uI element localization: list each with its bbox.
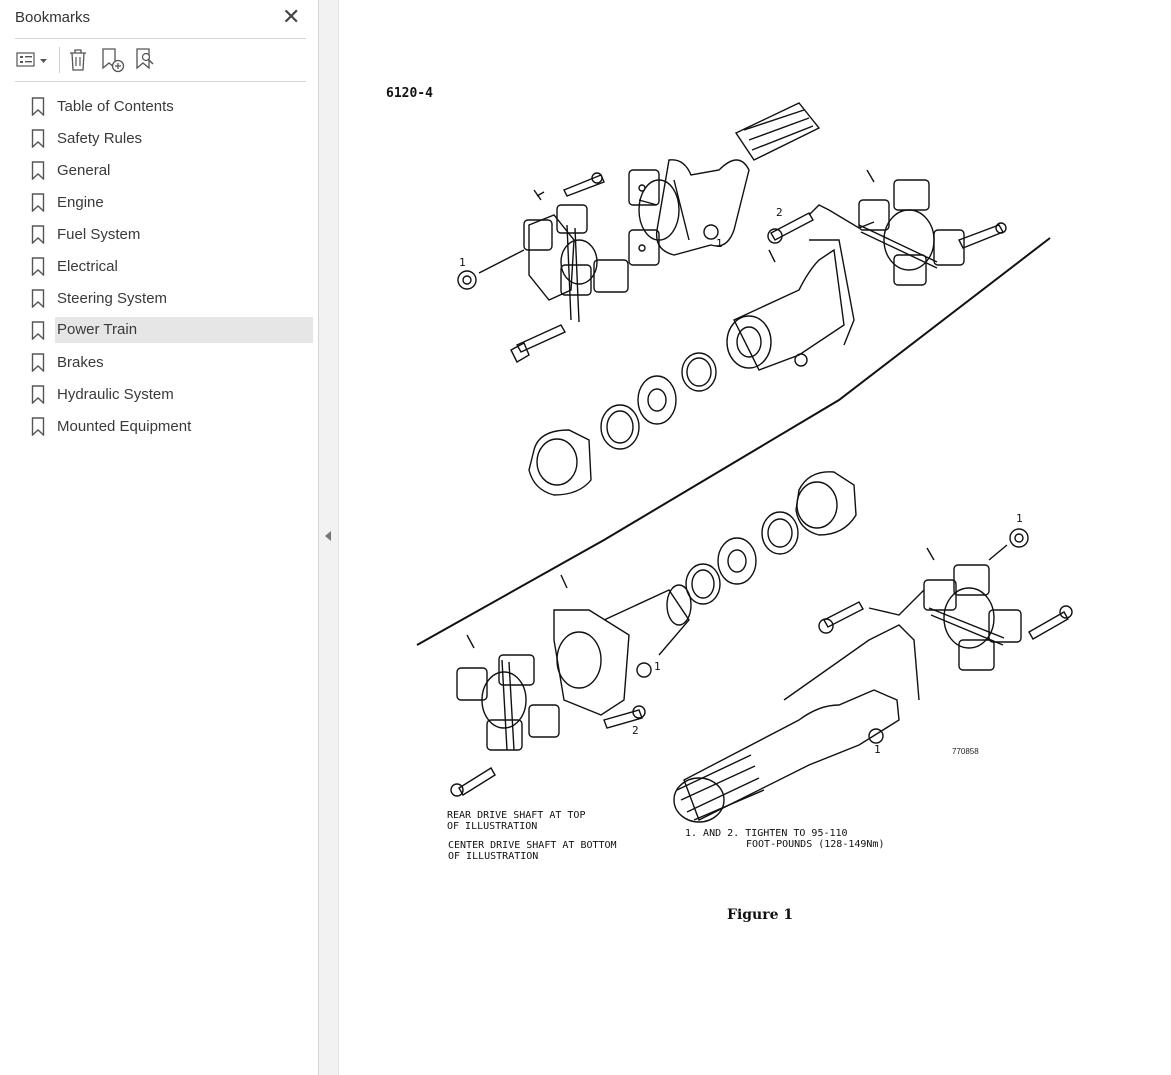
bookmark-options-button[interactable] [15,47,49,73]
bookmark-label: Power Train [55,317,313,343]
page-number: 6120-4 [386,86,433,101]
bookmark-icon [15,320,55,340]
find-bookmark-icon [136,48,154,70]
bookmark-item[interactable]: Power Train [15,314,313,346]
bookmarks-title: Bookmarks [15,9,91,26]
bookmark-icon [15,192,55,212]
callout-label: 1 [654,660,661,673]
bookmark-icon [15,224,55,244]
bookmark-item[interactable]: General [15,154,313,186]
bookmark-label: General [57,161,111,179]
bookmark-icon [15,128,55,148]
toolbar-divider [59,47,60,73]
bookmark-item[interactable]: Mounted Equipment [15,410,313,442]
bookmark-item[interactable]: Engine [15,186,313,218]
caption-center-shaft: CENTER DRIVE SHAFT AT BOTTOM OF ILLUSTRA… [448,840,617,862]
bookmark-label: Mounted Equipment [57,417,192,435]
callout-label: 2 [632,724,639,737]
drive-shaft-illustration [416,102,1073,823]
illustration-id: 770858 [952,747,979,756]
bookmarks-toolbar [15,43,306,82]
bookmark-label: Electrical [57,257,118,275]
bookmark-icon [15,160,55,180]
bookmark-label: Brakes [57,353,104,371]
bookmark-label: Hydraulic System [57,385,174,403]
bookmark-icon [15,352,55,372]
new-bookmark-button[interactable] [99,47,127,73]
add-bookmark-icon [102,48,125,73]
close-icon[interactable]: ✕ [282,4,301,29]
bookmark-icon [15,416,55,436]
find-bookmark-button[interactable] [133,47,161,73]
figure-caption: Figure 1 [727,907,794,923]
caption-line: FOOT-POUNDS (128-149Nm) [746,839,885,850]
bookmark-item[interactable]: Safety Rules [15,122,313,154]
callout-label: 1 [874,743,881,756]
bookmark-label: Table of Contents [57,97,174,115]
panel-splitter[interactable] [319,0,339,1075]
bookmark-icon [15,256,55,276]
callout-label: 1 [459,256,466,269]
caption-line: REAR DRIVE SHAFT AT TOP [447,810,586,821]
caption-torque-spec: 1. AND 2. TIGHTEN TO 95-110 FOOT-POUNDS … [685,828,884,850]
bookmark-icon [15,96,55,116]
bookmarks-header: Bookmarks ✕ [15,4,306,39]
bookmark-item[interactable]: Fuel System [15,218,313,250]
caption-line: OF ILLUSTRATION [448,851,539,862]
bookmark-icon [15,384,55,404]
bookmark-options-icon [16,52,47,67]
delete-bookmark-button[interactable] [65,47,91,73]
collapse-panel-icon[interactable] [325,531,331,541]
bookmark-label: Safety Rules [57,129,143,147]
bookmark-icon [15,288,55,308]
bookmark-item[interactable]: Electrical [15,250,313,282]
document-page: 6120-4 [339,0,1171,1075]
bookmark-item[interactable]: Table of Contents [15,90,313,122]
bookmark-item[interactable]: Steering System [15,282,313,314]
bookmark-item[interactable]: Hydraulic System [15,378,313,410]
callout-label: 1 [1016,512,1023,525]
bookmark-label: Steering System [57,289,168,307]
callout-label: 2 [776,206,783,219]
bookmarks-panel: Bookmarks ✕ [0,0,319,1075]
bookmark-item[interactable]: Brakes [15,346,313,378]
caption-line: CENTER DRIVE SHAFT AT BOTTOM [448,840,617,851]
caption-line: 1. AND 2. TIGHTEN TO 95-110 [685,828,848,839]
trash-icon [70,49,86,71]
bookmark-label: Fuel System [57,225,141,243]
bookmark-label: Engine [57,193,104,211]
callout-label: 1 [716,237,723,250]
caption-rear-shaft: REAR DRIVE SHAFT AT TOP OF ILLUSTRATION [447,810,585,832]
caption-line: OF ILLUSTRATION [447,821,538,832]
